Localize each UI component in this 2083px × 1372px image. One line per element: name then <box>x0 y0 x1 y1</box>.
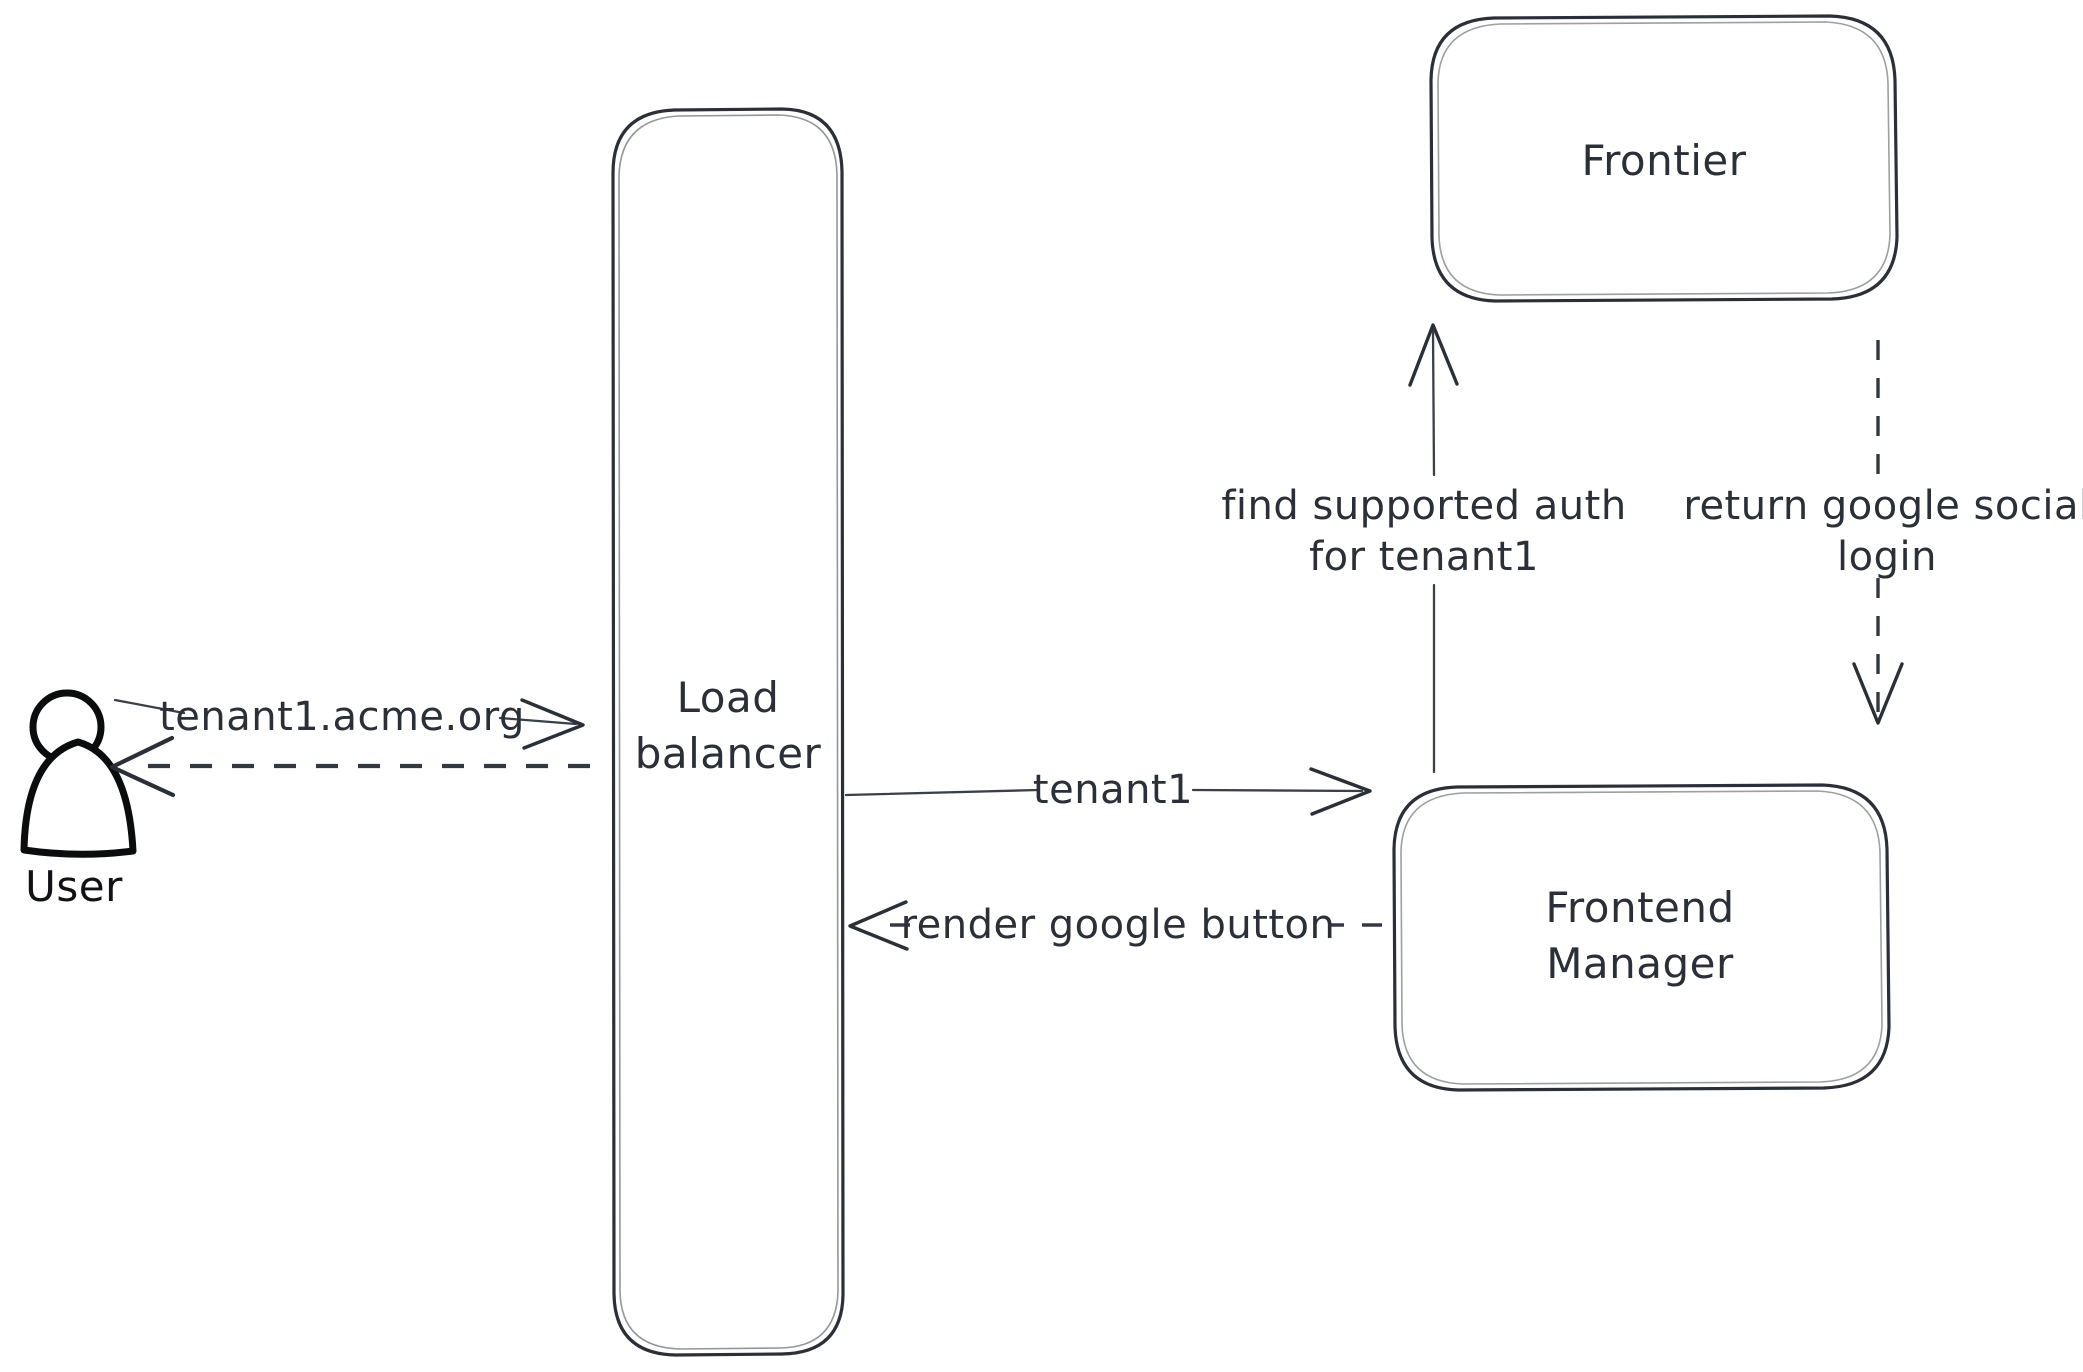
edge-fm-to-frontier-label-line1: find supported auth <box>1221 483 1626 529</box>
edge-user-to-lb-label: tenant1.acme.org <box>159 694 525 740</box>
node-load-balancer[interactable]: Load balancer <box>611 107 845 1357</box>
actor-user-label: User <box>25 862 123 911</box>
edge-fm-to-lb-label: render google button <box>901 902 1336 948</box>
node-frontend-manager-label-line2: Manager <box>1546 939 1734 988</box>
node-frontend-manager[interactable]: Frontend Manager <box>1392 783 1891 1092</box>
node-frontier[interactable]: Frontier <box>1429 14 1899 303</box>
edge-lb-to-fm-label: tenant1 <box>1033 767 1193 813</box>
edge-fm-to-frontier-label-line2: for tenant1 <box>1309 534 1539 580</box>
node-load-balancer-label-line2: balancer <box>635 729 822 778</box>
edge-user-to-lb[interactable]: tenant1.acme.org <box>113 694 585 750</box>
edge-lb-to-user[interactable] <box>109 735 590 798</box>
node-frontier-label-line1: Frontier <box>1581 136 1746 185</box>
edge-fm-to-lb[interactable]: render google button <box>848 900 1382 951</box>
edge-frontier-to-fm-label-line1: return google social <box>1683 483 2083 529</box>
person-icon <box>20 689 137 858</box>
edge-frontier-to-fm[interactable]: return google social login <box>1683 340 2083 725</box>
edge-lb-to-fm[interactable]: tenant1 <box>844 767 1372 816</box>
edge-frontier-to-fm-label-line2: login <box>1837 534 1937 580</box>
node-frontend-manager-label-line1: Frontend <box>1545 883 1734 932</box>
actor-user[interactable]: User <box>20 689 137 911</box>
node-load-balancer-label-line1: Load <box>677 673 780 722</box>
edge-fm-to-frontier[interactable]: find supported auth for tenant1 <box>1221 323 1626 774</box>
